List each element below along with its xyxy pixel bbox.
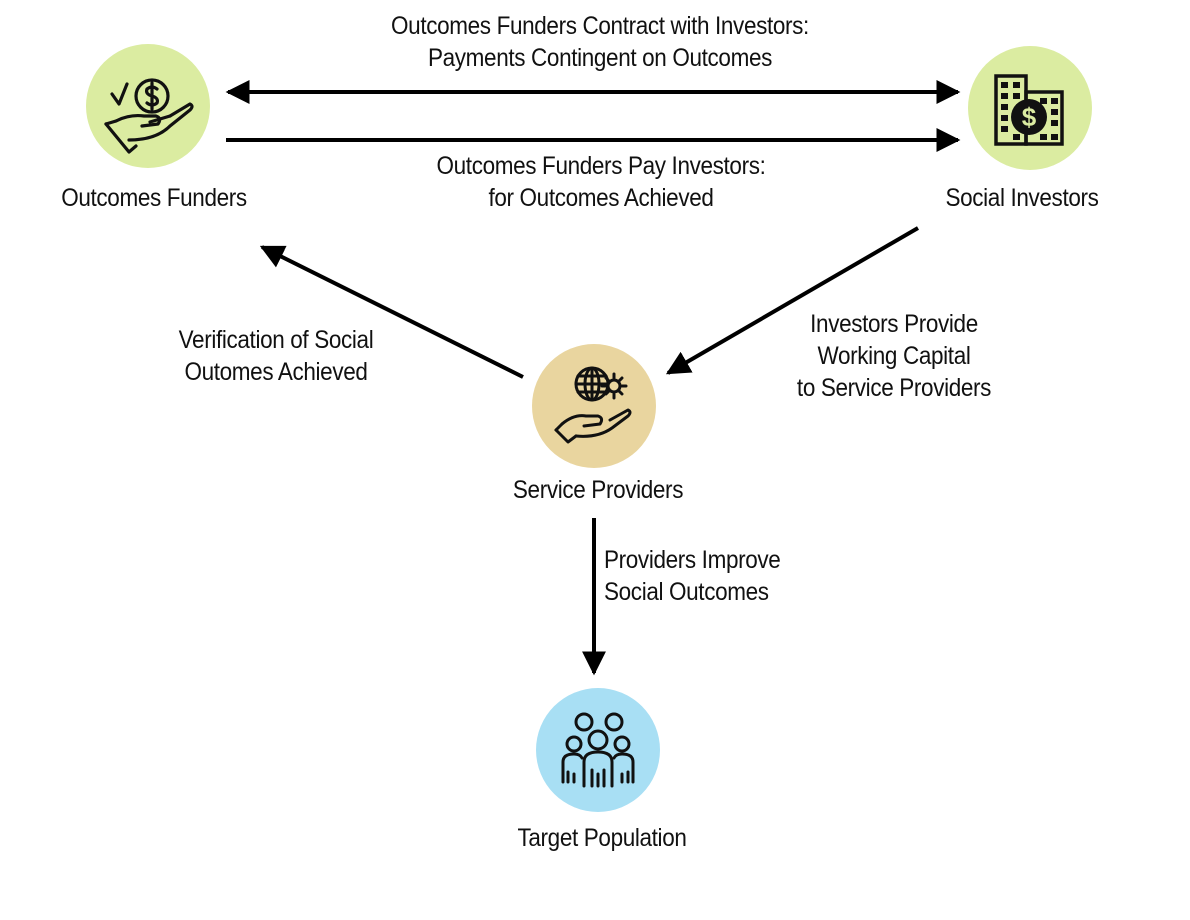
label-service-providers: Service Providers — [512, 476, 684, 504]
node-social-investors: $ — [968, 46, 1092, 170]
hand-coin-check-icon — [104, 78, 194, 154]
arrow-capital — [665, 226, 920, 375]
edge-label-contract: Outcomes Funders Contract with Investors… — [391, 12, 809, 72]
node-target-population — [536, 688, 660, 812]
edge-label-capital: Investors Provide Working Capital to Ser… — [796, 310, 992, 402]
hand-globe-gear-icon — [554, 366, 632, 444]
people-group-icon — [561, 712, 635, 788]
label-outcomes-funders: Outcomes Funders — [61, 184, 247, 212]
buildings-dollar-icon: $ — [994, 74, 1064, 146]
svg-text:$: $ — [1022, 102, 1037, 132]
edge-label-improve: Providers Improve Social Outcomes — [604, 546, 781, 606]
arrow-verification — [259, 245, 524, 379]
node-service-providers — [532, 344, 656, 468]
node-outcomes-funders — [86, 44, 210, 168]
label-social-investors: Social Investors — [945, 184, 1099, 212]
edge-label-payment: Outcomes Funders Pay Investors: for Outc… — [436, 152, 766, 212]
edge-label-verification: Verification of Social Outomes Achieved — [178, 326, 374, 386]
label-target-population: Target Population — [517, 824, 687, 852]
